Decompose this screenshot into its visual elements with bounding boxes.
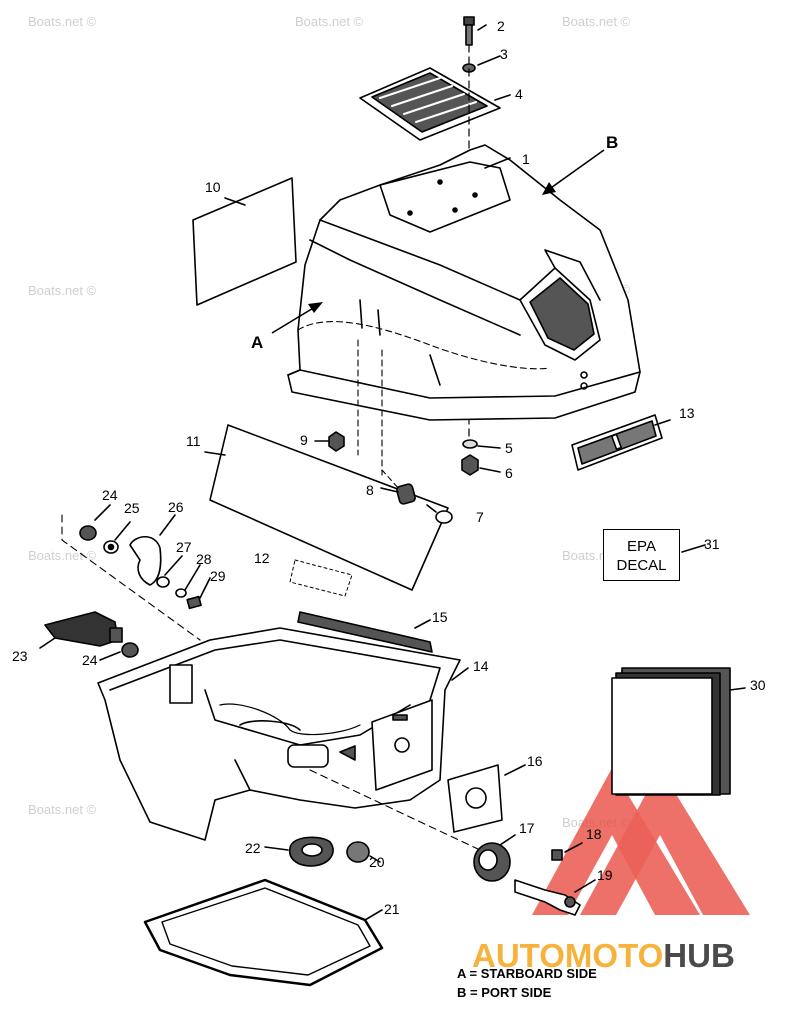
- callout-number: 15: [432, 609, 448, 625]
- callout-number: 24: [82, 652, 98, 668]
- callout-number: 18: [586, 826, 602, 842]
- watermark: Boats.net ©: [562, 14, 631, 29]
- callout-number: 26: [168, 499, 184, 515]
- fitting-part: [514, 849, 581, 916]
- decal-part: [192, 177, 297, 306]
- view-arrow-a: [271, 302, 323, 334]
- callout-number: 23: [12, 648, 28, 664]
- watermark: Boats.net ©: [28, 283, 97, 298]
- callout-number: 14: [473, 658, 489, 674]
- decal-part: [209, 424, 449, 591]
- bolt-part: [463, 16, 475, 46]
- callout-number: 20: [369, 854, 385, 870]
- nut-part: [461, 454, 479, 476]
- watermark: Boats.net ©: [28, 548, 97, 563]
- epa-decal-line2: DECAL: [616, 557, 667, 574]
- logo-wordmark: AUTOMOTOHUB: [472, 937, 735, 975]
- grommet-part: [396, 483, 416, 505]
- plug-part: [346, 841, 370, 863]
- callout-number: 22: [245, 840, 261, 856]
- callout-number: 1: [522, 151, 530, 167]
- callout-number: 10: [205, 179, 221, 195]
- callout-number: 2: [497, 18, 505, 34]
- screw-part: [426, 504, 453, 524]
- latch-handle-part: [44, 611, 123, 647]
- callout-number: 17: [519, 820, 535, 836]
- logo-part-1: AUTO: [472, 937, 565, 974]
- callout-number: 5: [505, 440, 513, 456]
- nut-part: [121, 642, 139, 658]
- logo-triangle: [532, 768, 750, 915]
- view-label-b: B: [606, 133, 618, 152]
- view-label-a: A: [251, 333, 263, 352]
- seal-strip-part: [297, 611, 433, 653]
- top-pad-part: [359, 67, 501, 141]
- callout-number: 11: [186, 433, 201, 449]
- callout-number: 27: [176, 539, 192, 555]
- view-arrow-b: [542, 149, 605, 195]
- logo-part-2: MOTO: [564, 937, 664, 974]
- callout-number: 16: [527, 753, 543, 769]
- grommet-part: [473, 842, 511, 882]
- bottom-cowl-part: [97, 627, 461, 841]
- callout-number: 3: [500, 46, 508, 62]
- callout-number: 28: [196, 551, 212, 567]
- callout-number: 21: [384, 901, 400, 917]
- callout-number: 6: [505, 465, 513, 481]
- latch-assembly-part: [79, 525, 202, 610]
- callout-number: 12: [254, 550, 270, 566]
- watermark: Boats.net ©: [28, 14, 97, 29]
- callout-number: 9: [300, 432, 308, 448]
- epa-decal-line1: EPA: [627, 538, 656, 555]
- washer-part: [462, 439, 478, 449]
- nut-part: [328, 431, 345, 452]
- legend-port: B = PORT SIDE: [457, 985, 552, 1000]
- callout-number: 4: [515, 86, 523, 102]
- grommet-part: [288, 836, 334, 867]
- callout-number: 31: [704, 536, 720, 552]
- watermark: Boats.net ©: [295, 14, 364, 29]
- callout-number: 7: [476, 509, 484, 525]
- bottom-seal-part: [143, 878, 384, 987]
- epa-decal-box: EPA DECAL: [603, 529, 680, 581]
- logo-part-3: HUB: [663, 937, 735, 974]
- legend-starboard: A = STARBOARD SIDE: [457, 966, 597, 981]
- callout-number: 13: [679, 405, 695, 421]
- watermark: Boats.net ©: [28, 802, 97, 817]
- callout-number: 29: [210, 568, 226, 584]
- callout-number: 8: [366, 482, 374, 498]
- callout-number: 30: [750, 677, 766, 693]
- owners-manual-part: [611, 667, 731, 796]
- callout-number: 25: [124, 500, 140, 516]
- callout-number: 19: [597, 867, 613, 883]
- top-cowl-part: [287, 144, 641, 476]
- callout-number: 24: [102, 487, 118, 503]
